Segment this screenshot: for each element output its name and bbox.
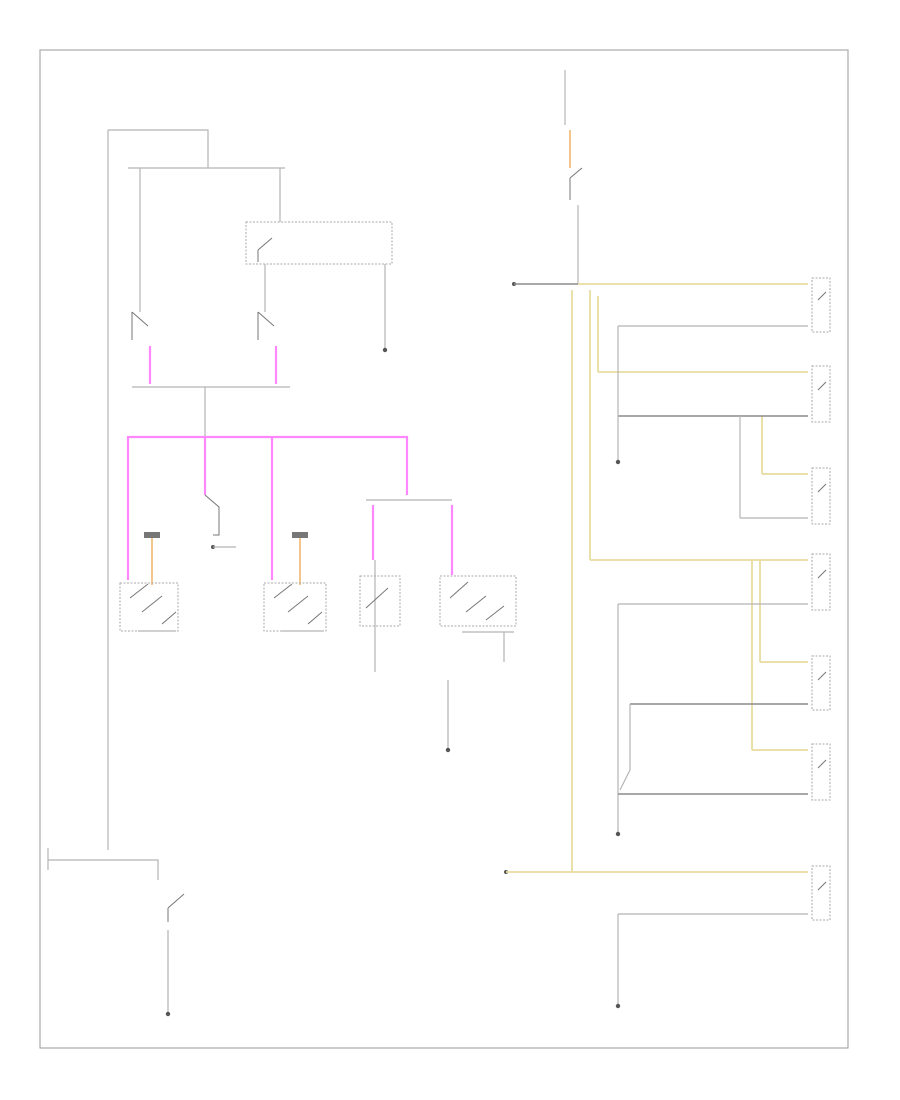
right-circuit bbox=[504, 70, 831, 1009]
ground-symbol bbox=[382, 347, 388, 353]
relay-component bbox=[245, 221, 393, 265]
connector-symbol bbox=[144, 532, 160, 538]
switch-symbol bbox=[131, 311, 149, 340]
diagram-frame bbox=[39, 49, 849, 1049]
left-circuit bbox=[47, 129, 517, 1017]
